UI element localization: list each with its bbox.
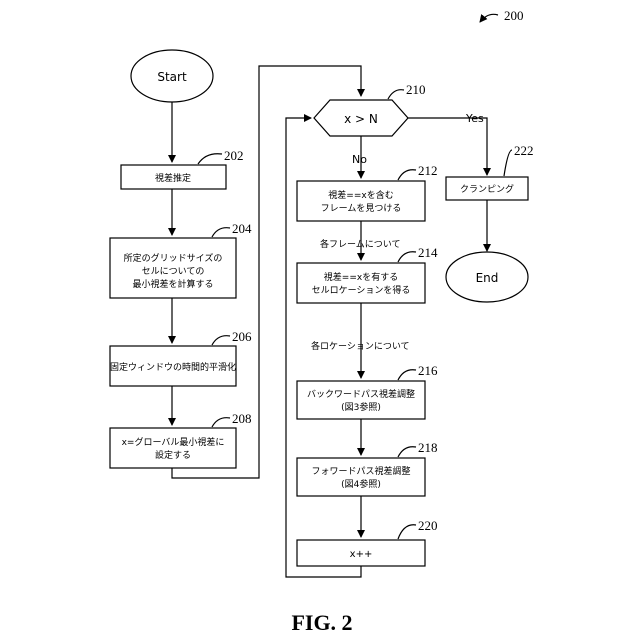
figure-ref-label: 200 xyxy=(504,8,524,23)
step-206-leader xyxy=(212,336,230,345)
step-220-text: x++ xyxy=(350,549,373,560)
step-216-leader xyxy=(398,370,416,380)
step-212-box xyxy=(297,181,425,221)
step-204-text-line1: 所定のグリッドサイズの xyxy=(124,252,223,264)
step-204-text-line2: セルについての xyxy=(142,266,205,277)
edge-label-each-location: 各ロケーションについて xyxy=(311,340,410,352)
step-214-text-line1: 視差==xを有する xyxy=(324,271,398,283)
step-212-text-line1: 視差==xを含む xyxy=(328,189,393,201)
step-216-text-line1: バックワードパス視差調整 xyxy=(307,388,415,400)
end-label: End xyxy=(476,271,499,285)
step-212-ref: 212 xyxy=(418,163,438,178)
step-214-leader xyxy=(398,252,416,262)
step-214-text-line2: セルロケーションを得る xyxy=(312,284,411,296)
edge-label-each-frame: 各フレームについて xyxy=(320,238,400,250)
step-218-box xyxy=(297,458,425,496)
step-202-leader xyxy=(198,154,222,164)
step-212-leader xyxy=(398,170,416,180)
step-220-ref: 220 xyxy=(418,518,438,533)
step-218-leader xyxy=(398,447,416,457)
step-202-ref: 202 xyxy=(224,148,244,163)
step-208-ref: 208 xyxy=(232,411,252,426)
step-204-ref: 204 xyxy=(232,221,252,236)
edge-label-yes: Yes xyxy=(465,112,484,125)
decision-210-text: x > N xyxy=(344,112,378,126)
step-214-box xyxy=(297,263,425,303)
step-216-text-line2: (図3参照) xyxy=(341,401,381,413)
step-212-text-line2: フレームを見つける xyxy=(321,203,402,214)
step-206-text: 固定ウィンドウの時間的平滑化 xyxy=(110,361,236,373)
step-208-box xyxy=(110,428,236,468)
step-220-leader xyxy=(398,525,416,539)
decision-210-ref: 210 xyxy=(406,82,426,97)
step-218-ref: 218 xyxy=(418,440,438,455)
start-label: Start xyxy=(157,70,187,84)
step-208-leader xyxy=(212,418,230,427)
step-214-ref: 214 xyxy=(418,245,438,260)
step-208-text-line1: x=グローバル最小視差に xyxy=(122,436,225,448)
step-218-text-line2: (図4参照) xyxy=(341,478,381,490)
step-208-text-line2: 設定する xyxy=(155,449,191,461)
step-206-ref: 206 xyxy=(232,329,252,344)
step-216-ref: 216 xyxy=(418,363,438,378)
step-218-text-line1: フォワードパス視差調整 xyxy=(311,465,410,477)
step-204-text-line3: 最小視差を計算する xyxy=(132,278,213,290)
step-222-ref: 222 xyxy=(514,143,534,158)
edge-label-no: No xyxy=(352,153,367,166)
figure-ref-arrow xyxy=(480,14,498,22)
step-202-text: 視差推定 xyxy=(155,172,191,184)
decision-210-leader xyxy=(388,90,404,99)
step-222-leader xyxy=(504,150,512,176)
figure-caption: FIG. 2 xyxy=(291,610,352,635)
step-204-leader xyxy=(212,228,230,237)
step-222-text: クランピング xyxy=(460,183,514,195)
step-216-box xyxy=(297,381,425,419)
